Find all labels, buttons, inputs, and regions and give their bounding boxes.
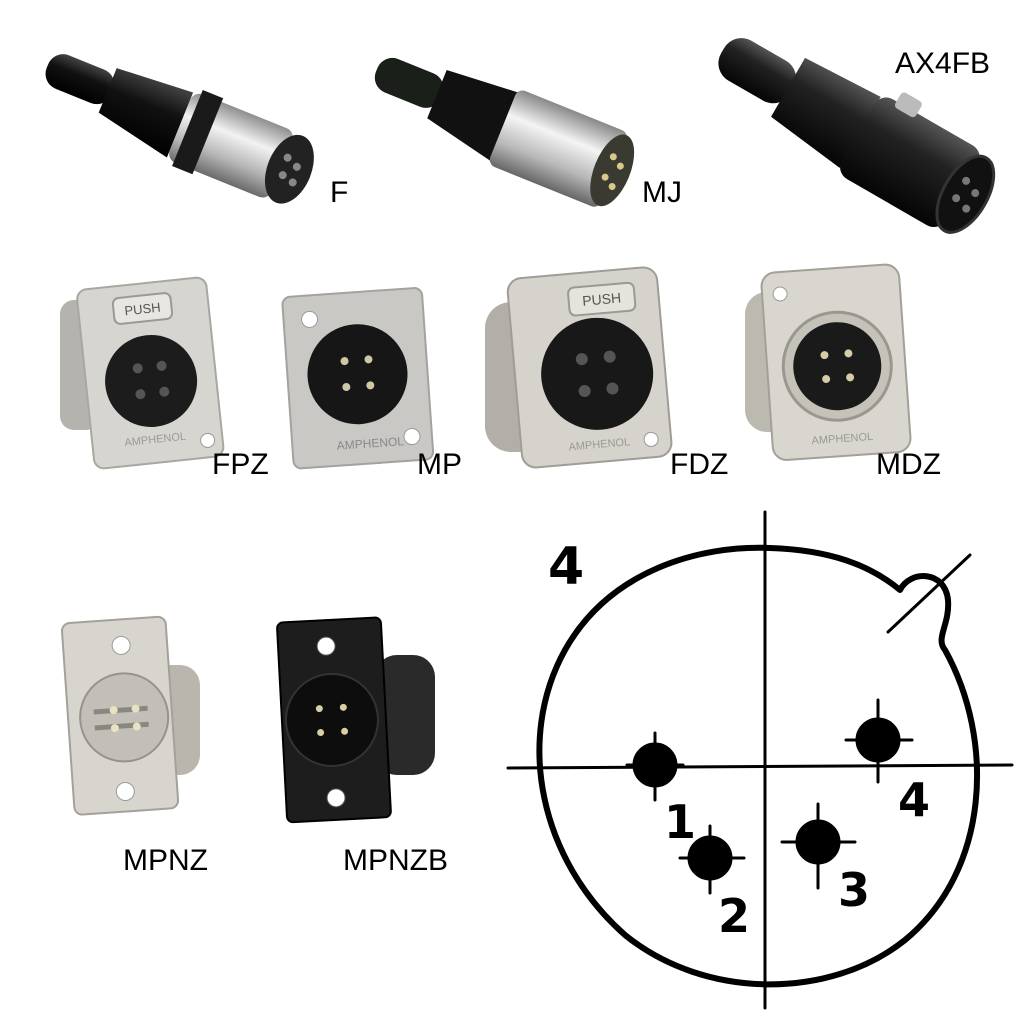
xlr-male-nickel-panel-connector-icon (60, 615, 200, 816)
connector-label: MDZ (876, 448, 941, 481)
connector-label: MPNZB (343, 844, 448, 877)
key-line (886, 553, 972, 634)
connector-label: MP (417, 448, 462, 481)
pin-3 (780, 802, 857, 890)
xlr-male-d-panel-connector-icon: AMPHENOL (745, 263, 912, 461)
pin-1 (625, 731, 685, 802)
brand-stamp: AMPHENOL (336, 434, 404, 453)
connector-fdz: PUSH AMPHENOL FDZ (485, 262, 735, 487)
pin-2 (678, 824, 746, 895)
xlr-female-cable-connector-icon (45, 54, 314, 204)
xlr-male-panel-connector-icon: AMPHENOL (281, 287, 435, 470)
brand-stamp: AMPHENOL (568, 436, 631, 453)
pin-4 (844, 698, 914, 784)
connector-mpnz: MPNZ (60, 615, 260, 885)
xlr4-pinout-diagram: 4 1 2 3 4 (506, 510, 1014, 1010)
xlr-male-black-panel-connector-icon (276, 616, 435, 824)
connector-label: MJ (642, 176, 682, 209)
connector-fpz: PUSH AMPHENOL FPZ (60, 270, 280, 485)
pin-label-2: 2 (718, 889, 750, 943)
push-stamp: PUSH (124, 300, 161, 319)
connector-mp: AMPHENOL MP (275, 262, 475, 481)
pin-label-3: 3 (838, 863, 870, 917)
xlr-male-cable-connector-icon (374, 57, 635, 207)
connector-mdz: AMPHENOL MDZ (745, 262, 1015, 487)
connector-label: F (330, 176, 349, 209)
connector-mj: MJ (355, 30, 685, 220)
pin-label-1: 1 (664, 795, 696, 849)
xlr-female-d-panel-connector-icon: PUSH AMPHENOL (485, 266, 673, 469)
brand-stamp: AMPHENOL (811, 431, 873, 447)
xlr-female-panel-connector-icon: PUSH AMPHENOL (60, 276, 225, 470)
connector-mpnzb: MPNZB (276, 615, 470, 885)
connector-ax4fb: AX4FB (700, 30, 1010, 234)
connector-shell-outline (536, 544, 981, 988)
connector-f: F (20, 30, 348, 220)
push-stamp: PUSH (582, 289, 622, 308)
connector-label: MPNZ (123, 844, 208, 877)
horizontal-axis (506, 763, 1014, 770)
pinout-title: 4 (548, 537, 584, 597)
connector-label: FDZ (670, 448, 729, 481)
connector-label: AX4FB (895, 47, 991, 80)
connector-label: FPZ (212, 448, 269, 481)
pin-label-4: 4 (898, 773, 930, 827)
xlr-female-black-cable-connector-icon (718, 38, 996, 234)
